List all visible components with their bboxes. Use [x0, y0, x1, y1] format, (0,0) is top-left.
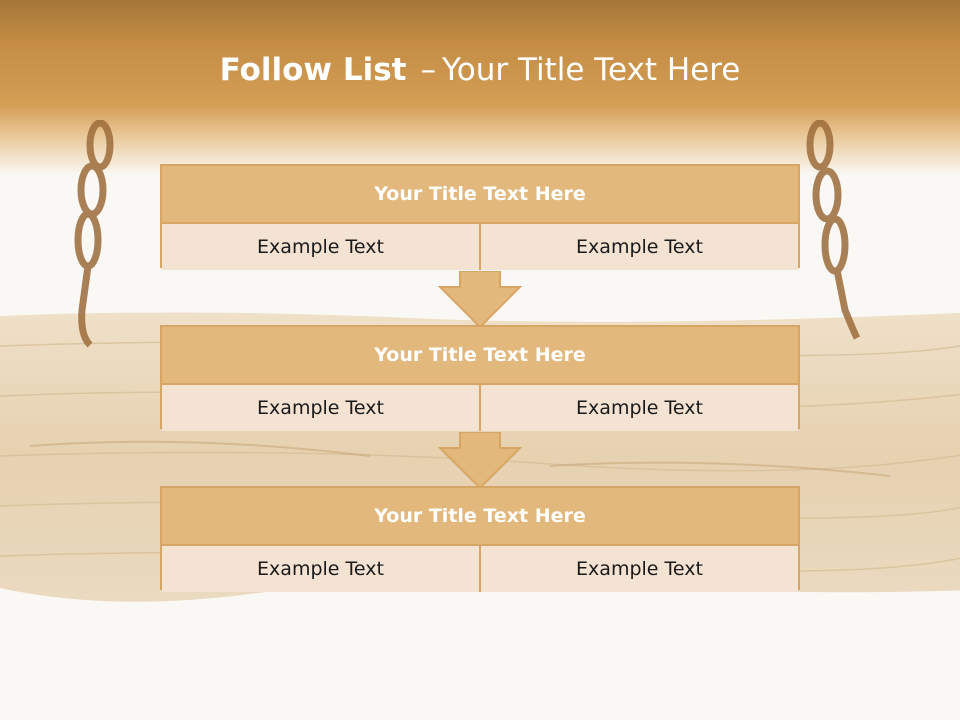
down-arrow-icon — [438, 271, 522, 329]
step-box-1: Your Title Text Here Example Text Exampl… — [160, 164, 800, 270]
step-row-2: Example Text Example Text — [162, 385, 798, 431]
slide-title: Follow List–Your Title Text Here — [0, 52, 960, 88]
right-chain-icon — [806, 120, 861, 340]
step-box-2: Your Title Text Here Example Text Exampl… — [160, 325, 800, 431]
step-3-right-cell: Example Text — [479, 546, 798, 592]
left-chain-icon — [74, 120, 114, 348]
step-title-1: Your Title Text Here — [162, 166, 798, 224]
slide-title-rest: Your Title Text Here — [441, 52, 741, 88]
step-1-left-cell: Example Text — [162, 224, 479, 270]
step-title-3: Your Title Text Here — [162, 488, 798, 546]
step-3-left-cell: Example Text — [162, 546, 479, 592]
slide-title-separator: – — [420, 52, 436, 88]
down-arrow-icon — [438, 432, 522, 490]
step-row-1: Example Text Example Text — [162, 224, 798, 270]
step-row-3: Example Text Example Text — [162, 546, 798, 592]
slide-header-band — [0, 0, 960, 175]
step-1-right-cell: Example Text — [479, 224, 798, 270]
step-box-3: Your Title Text Here Example Text Exampl… — [160, 486, 800, 592]
step-2-left-cell: Example Text — [162, 385, 479, 431]
step-2-right-cell: Example Text — [479, 385, 798, 431]
slide-title-bold: Follow List — [219, 52, 407, 88]
step-title-2: Your Title Text Here — [162, 327, 798, 385]
